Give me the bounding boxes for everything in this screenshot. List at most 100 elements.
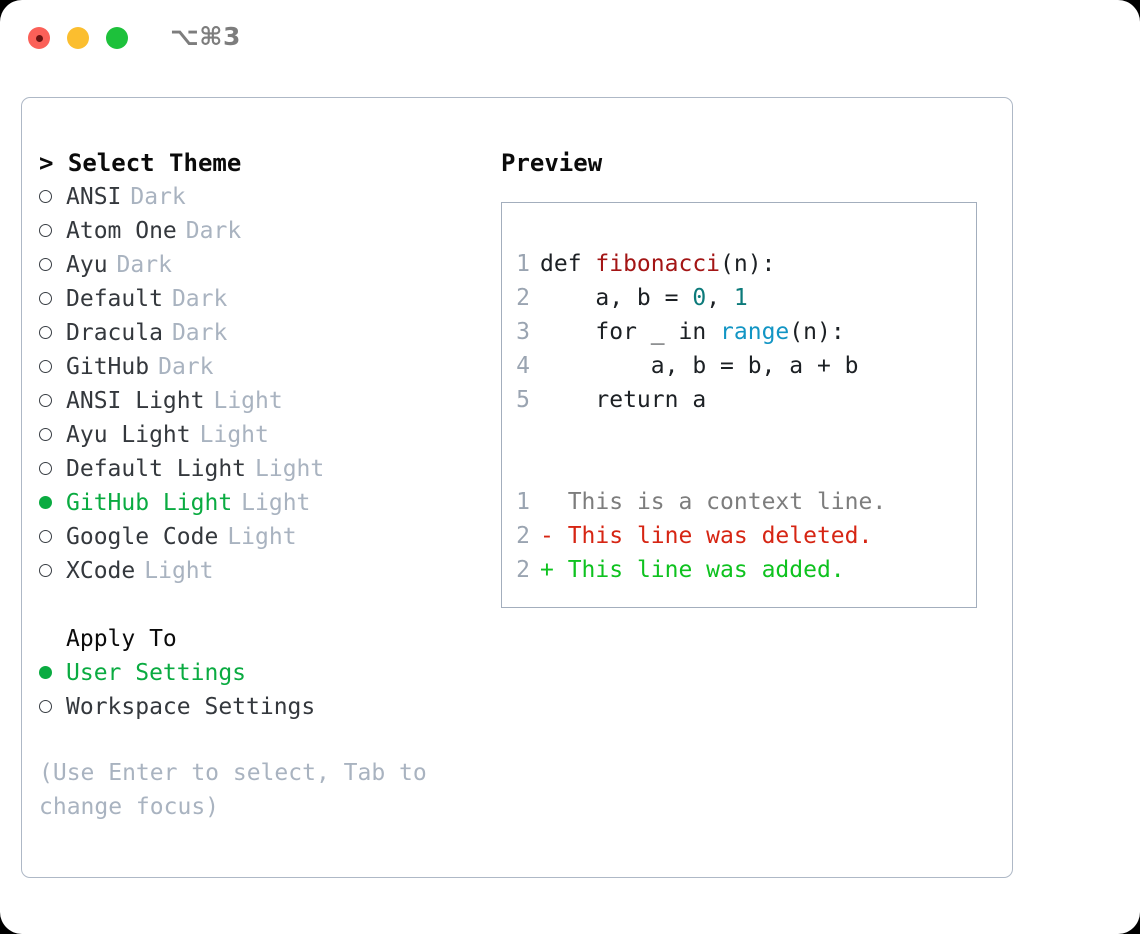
theme-name: GitHub — [66, 354, 150, 380]
theme-name: Default — [66, 286, 163, 312]
preview-heading: Preview — [501, 149, 603, 177]
list-item[interactable]: Ayu Dark — [39, 248, 489, 282]
theme-name: Google Code — [66, 524, 219, 550]
theme-picker-column: > Select Theme ANSI Dark Atom One Dark A… — [39, 146, 489, 824]
theme-mode-badge: Dark — [171, 286, 228, 312]
close-icon — [35, 34, 43, 42]
code-line: 3 for _ in range(n): — [502, 315, 976, 349]
traffic-light-buttons — [28, 27, 128, 49]
code-gap — [502, 451, 976, 485]
code-content: a, b = b, a + b — [540, 349, 859, 383]
list-item[interactable]: Google Code Light — [39, 520, 489, 554]
radio-unselected-icon — [39, 418, 66, 452]
radio-unselected-icon — [39, 316, 66, 350]
code-token: range — [720, 319, 790, 345]
theme-mode-badge: Light — [227, 524, 297, 550]
radio-unselected-icon — [39, 180, 66, 214]
code-token: , — [706, 285, 734, 311]
theme-mode-badge: Dark — [185, 218, 242, 244]
theme-mode-badge: Light — [213, 388, 283, 414]
code-content: return a — [540, 383, 706, 417]
zoom-button[interactable] — [106, 27, 128, 49]
line-number: 5 — [516, 387, 530, 413]
radio-selected-icon — [39, 656, 66, 690]
radio-unselected-icon — [39, 214, 66, 248]
close-button[interactable] — [28, 27, 50, 49]
list-item[interactable]: Default Dark — [39, 282, 489, 316]
code-line: 2 a, b = 0, 1 — [502, 281, 976, 315]
diff-content: This line was added. — [553, 557, 845, 583]
list-item[interactable]: GitHub Dark — [39, 350, 489, 384]
keyboard-shortcut-label: ⌥⌘3 — [170, 22, 241, 51]
code-token: a, b = — [540, 285, 693, 311]
line-number: 2 — [516, 523, 530, 549]
list-item[interactable]: XCode Light — [39, 554, 489, 588]
diff-line-deleted: 2 - This line was deleted. — [502, 519, 976, 553]
radio-unselected-icon — [39, 690, 66, 724]
code-content: def fibonacci(n): — [540, 247, 775, 281]
apply-to-option: User Settings — [66, 660, 247, 686]
minimize-button[interactable] — [67, 27, 89, 49]
main-panel: > Select Theme ANSI Dark Atom One Dark A… — [21, 97, 1013, 878]
list-gap — [39, 588, 489, 622]
list-item[interactable]: Workspace Settings — [39, 690, 489, 724]
code-content: for _ in range(n): — [540, 315, 845, 349]
list-item-selected[interactable]: User Settings — [39, 656, 489, 690]
list-item[interactable]: Dracula Dark — [39, 316, 489, 350]
line-number: 2 — [516, 557, 530, 583]
code-token: in — [678, 319, 721, 345]
line-number: 3 — [516, 319, 530, 345]
radio-unselected-icon — [39, 554, 66, 588]
radio-unselected-icon — [39, 452, 66, 486]
list-item-selected[interactable]: GitHub Light Light — [39, 486, 489, 520]
radio-unselected-icon — [39, 520, 66, 554]
code-token: 1 — [733, 285, 748, 311]
keyboard-hint-text: (Use Enter to select, Tab to change focu… — [39, 760, 427, 820]
code-gap — [502, 417, 976, 451]
radio-selected-icon — [39, 486, 66, 520]
list-item[interactable]: Ayu Light Light — [39, 418, 489, 452]
diff-sign — [540, 485, 554, 519]
theme-name: ANSI — [66, 184, 122, 210]
theme-list: ANSI Dark Atom One Dark Ayu Dark Default… — [39, 180, 489, 588]
title-bar: ⌥⌘3 — [0, 0, 1140, 78]
theme-name: Dracula — [66, 320, 163, 346]
radio-unselected-icon — [39, 282, 66, 316]
code-token: def — [540, 251, 596, 277]
preview-column: Preview 1 def fibonacci(n): 2 a, b = 0, … — [501, 146, 991, 608]
code-token: return — [540, 387, 693, 413]
diff-line-context: 1 This is a context line. — [502, 485, 976, 519]
list-item[interactable]: ANSI Dark — [39, 180, 489, 214]
code-token: _ — [650, 319, 679, 345]
code-preview-panel: 1 def fibonacci(n): 2 a, b = 0, 1 3 for … — [501, 202, 977, 608]
list-item[interactable]: Atom One Dark — [39, 214, 489, 248]
theme-name: Default Light — [66, 456, 247, 482]
theme-name: XCode — [66, 558, 136, 584]
code-token: (n): — [789, 319, 845, 345]
diff-content: This is a context line. — [553, 489, 887, 515]
radio-unselected-icon — [39, 248, 66, 282]
theme-mode-badge: Dark — [171, 320, 228, 346]
diff-sign: - — [540, 523, 554, 549]
code-line: 4 a, b = b, a + b — [502, 349, 976, 383]
diff-line-added: 2 + This line was added. — [502, 553, 976, 587]
theme-name: Ayu — [66, 252, 108, 278]
code-token: for — [540, 319, 651, 345]
line-number: 2 — [516, 285, 530, 311]
apply-to-option: Workspace Settings — [66, 694, 316, 720]
radio-unselected-icon — [39, 384, 66, 418]
code-line: 1 def fibonacci(n): — [502, 247, 976, 281]
select-theme-heading: > Select Theme — [39, 149, 242, 177]
diff-content: This line was deleted. — [553, 523, 873, 549]
theme-mode-badge: Light — [241, 490, 311, 516]
line-number: 4 — [516, 353, 530, 379]
theme-name: ANSI Light — [66, 388, 205, 414]
line-number: 1 — [516, 251, 530, 277]
list-item[interactable]: Default Light Light — [39, 452, 489, 486]
list-item[interactable]: ANSI Light Light — [39, 384, 489, 418]
theme-name: GitHub Light — [66, 490, 233, 516]
theme-name: Ayu Light — [66, 422, 191, 448]
apply-to-list: User Settings Workspace Settings — [39, 656, 489, 724]
theme-mode-badge: Light — [255, 456, 325, 482]
